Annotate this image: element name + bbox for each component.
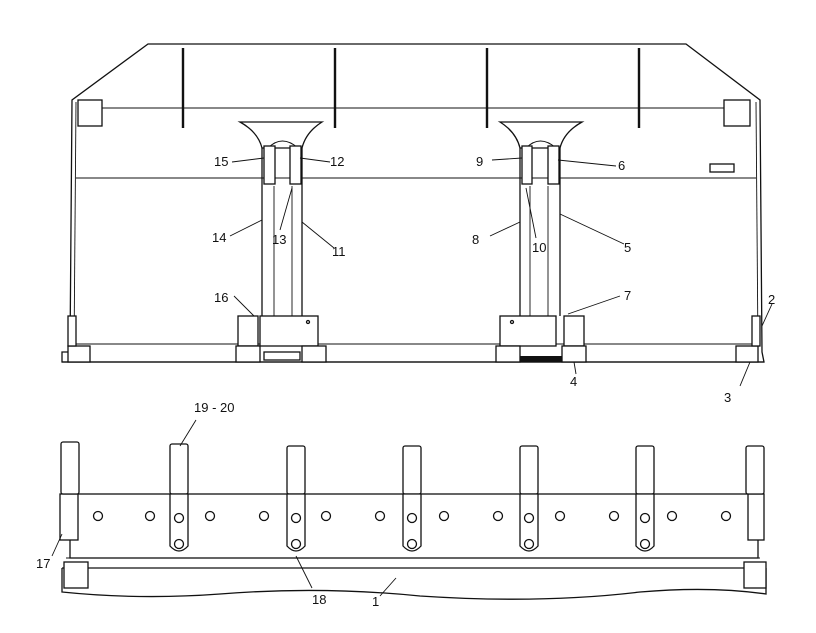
left-foot-16 (237, 315, 259, 347)
left-shim (263, 351, 301, 361)
right-base-plate (499, 315, 557, 347)
bucket-front-view (61, 43, 773, 387)
right-end-bit (751, 315, 761, 347)
left-edge-block (67, 345, 91, 363)
callout-13: 13 (272, 232, 286, 247)
tooth (402, 445, 422, 552)
bolt-holes (92, 510, 732, 522)
callout-5: 5 (624, 240, 631, 255)
left-hitch-bracket (237, 121, 325, 149)
tooth (169, 443, 189, 552)
left-end-bit-17 (59, 493, 79, 541)
tooth (745, 445, 765, 495)
callout-2: 2 (768, 292, 775, 307)
callout-1: 1 (372, 594, 379, 609)
leader-lines-bottom (51, 419, 397, 597)
left-hitch-column (235, 121, 327, 363)
bucket-teeth (60, 441, 765, 552)
left-base-block (235, 345, 261, 363)
left-end-bit (67, 315, 77, 347)
callout-19-20: 19 - 20 (194, 400, 234, 415)
callout-6: 6 (618, 158, 625, 173)
right-plate-9 (521, 145, 533, 185)
left-base-block (301, 345, 327, 363)
callout-8: 8 (472, 232, 479, 247)
right-plate-6 (547, 145, 560, 185)
left-side-plate (73, 101, 77, 353)
leader-lines-top (229, 157, 773, 387)
right-end-bit (747, 493, 765, 541)
left-plate-15 (263, 145, 276, 185)
right-corner-block (723, 99, 751, 127)
tooth (286, 445, 306, 552)
callout-11: 11 (332, 244, 346, 259)
tooth (60, 441, 80, 495)
callout-10: 10 (532, 240, 546, 255)
cutting-edge-plate (61, 568, 767, 600)
callout-15: 15 (214, 154, 228, 169)
callout-16: 16 (214, 290, 228, 305)
callout-7: 7 (624, 288, 631, 303)
callout-18: 18 (312, 592, 326, 607)
callout-12: 12 (330, 154, 344, 169)
callout-4: 4 (570, 374, 577, 389)
callout-14: 14 (212, 230, 226, 245)
bucket-outline (61, 43, 765, 363)
left-corner-block (77, 99, 103, 127)
callout-9: 9 (476, 154, 483, 169)
left-plate-12 (289, 145, 302, 185)
right-base-block (495, 345, 521, 363)
tooth (635, 445, 655, 552)
right-foot-7 (563, 315, 585, 347)
right-edge-block (735, 345, 759, 363)
left-end-block (63, 561, 89, 589)
slot (709, 163, 735, 173)
bolt (305, 319, 311, 325)
callout-3: 3 (724, 390, 731, 405)
callout-17: 17 (36, 556, 50, 571)
callout-labels: 1 2 3 4 5 6 7 8 9 10 11 12 13 14 15 16 1… (36, 154, 775, 609)
cutting-edge-assembly (51, 419, 767, 600)
right-end-block (743, 561, 767, 589)
right-shim (520, 356, 562, 362)
right-base-block-4 (561, 345, 587, 363)
bolt (509, 319, 515, 325)
right-hitch-bracket (497, 121, 585, 149)
right-side-plate (755, 101, 759, 353)
right-hitch-column (495, 121, 587, 363)
tooth (519, 445, 539, 552)
